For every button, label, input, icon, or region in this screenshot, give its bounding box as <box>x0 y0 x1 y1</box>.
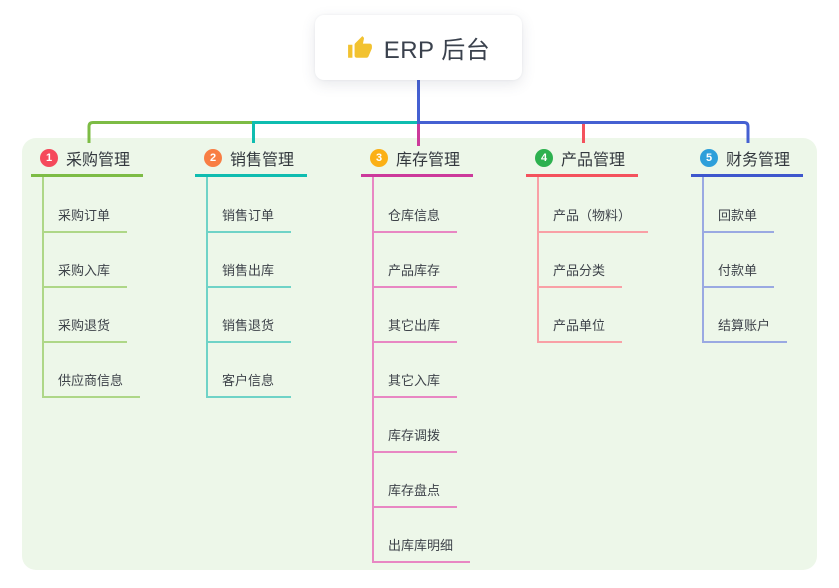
mindmap-node[interactable]: 销售出库 <box>206 233 292 288</box>
branch-purchase: 1 采购管理 采购订单 采购入库 采购退货 供应商信息 <box>31 146 143 398</box>
connector-root-finance <box>417 79 750 143</box>
thumbs-up-icon <box>347 35 373 61</box>
branch-header-purchase[interactable]: 1 采购管理 <box>31 146 143 177</box>
branch-title: 产品管理 <box>561 152 626 169</box>
branch-items-sales: 销售订单 销售出库 销售退货 客户信息 <box>195 177 307 398</box>
mindmap-node[interactable]: 回款单 <box>702 177 775 233</box>
root-title: ERP 后台 <box>383 37 491 64</box>
mindmap-node[interactable]: 结算账户 <box>702 288 788 343</box>
branch-items-product: 产品（物料） 产品分类 产品单位 <box>526 177 649 343</box>
mindmap-node[interactable]: 采购订单 <box>42 177 128 233</box>
branch-items-finance: 回款单 付款单 结算账户 <box>691 177 803 343</box>
mindmap-node[interactable]: 产品（物料） <box>537 177 649 233</box>
branches-panel <box>22 138 817 570</box>
mindmap-node[interactable]: 付款单 <box>702 233 775 288</box>
branch-number-badge: 3 <box>370 149 388 167</box>
branch-header-product[interactable]: 4 产品管理 <box>526 146 638 177</box>
mindmap-node[interactable]: 采购退货 <box>42 288 128 343</box>
mindmap-node[interactable]: 库存盘点 <box>372 453 458 508</box>
branch-number-badge: 5 <box>700 149 718 167</box>
branch-title: 采购管理 <box>66 152 131 169</box>
branch-title: 财务管理 <box>726 152 791 169</box>
mindmap-node[interactable]: 供应商信息 <box>42 343 141 398</box>
branch-number-badge: 1 <box>40 149 58 167</box>
mindmap-node[interactable]: 采购入库 <box>42 233 128 288</box>
mindmap-node[interactable]: 产品单位 <box>537 288 623 343</box>
mindmap-node[interactable]: 其它入库 <box>372 343 458 398</box>
branch-header-inventory[interactable]: 3 库存管理 <box>361 146 473 177</box>
branch-inventory: 3 库存管理 仓库信息 产品库存 其它出库 其它入库 库存调拨 库存盘点 出库库… <box>361 146 473 563</box>
branch-header-sales[interactable]: 2 销售管理 <box>195 146 307 177</box>
mindmap-node[interactable]: 仓库信息 <box>372 177 458 233</box>
mindmap-node[interactable]: 产品分类 <box>537 233 623 288</box>
mindmap-node[interactable]: 其它出库 <box>372 288 458 343</box>
branch-number-badge: 4 <box>535 149 553 167</box>
mindmap-node[interactable]: 出库库明细 <box>372 508 471 563</box>
branch-number-badge: 2 <box>204 149 222 167</box>
mindmap-node[interactable]: 销售退货 <box>206 288 292 343</box>
mindmap-node[interactable]: 产品库存 <box>372 233 458 288</box>
mindmap-node[interactable]: 销售订单 <box>206 177 292 233</box>
branch-items-purchase: 采购订单 采购入库 采购退货 供应商信息 <box>31 177 143 398</box>
branch-product: 4 产品管理 产品（物料） 产品分类 产品单位 <box>526 146 649 343</box>
branch-finance: 5 财务管理 回款单 付款单 结算账户 <box>691 146 803 343</box>
branch-header-finance[interactable]: 5 财务管理 <box>691 146 803 177</box>
branch-title: 销售管理 <box>230 152 295 169</box>
branch-title: 库存管理 <box>396 152 461 169</box>
branch-sales: 2 销售管理 销售订单 销售出库 销售退货 客户信息 <box>195 146 307 398</box>
branch-items-inventory: 仓库信息 产品库存 其它出库 其它入库 库存调拨 库存盘点 出库库明细 <box>361 177 473 563</box>
mindmap-node[interactable]: 库存调拨 <box>372 398 458 453</box>
root-node[interactable]: ERP 后台 <box>315 15 522 80</box>
mindmap-node[interactable]: 客户信息 <box>206 343 292 398</box>
